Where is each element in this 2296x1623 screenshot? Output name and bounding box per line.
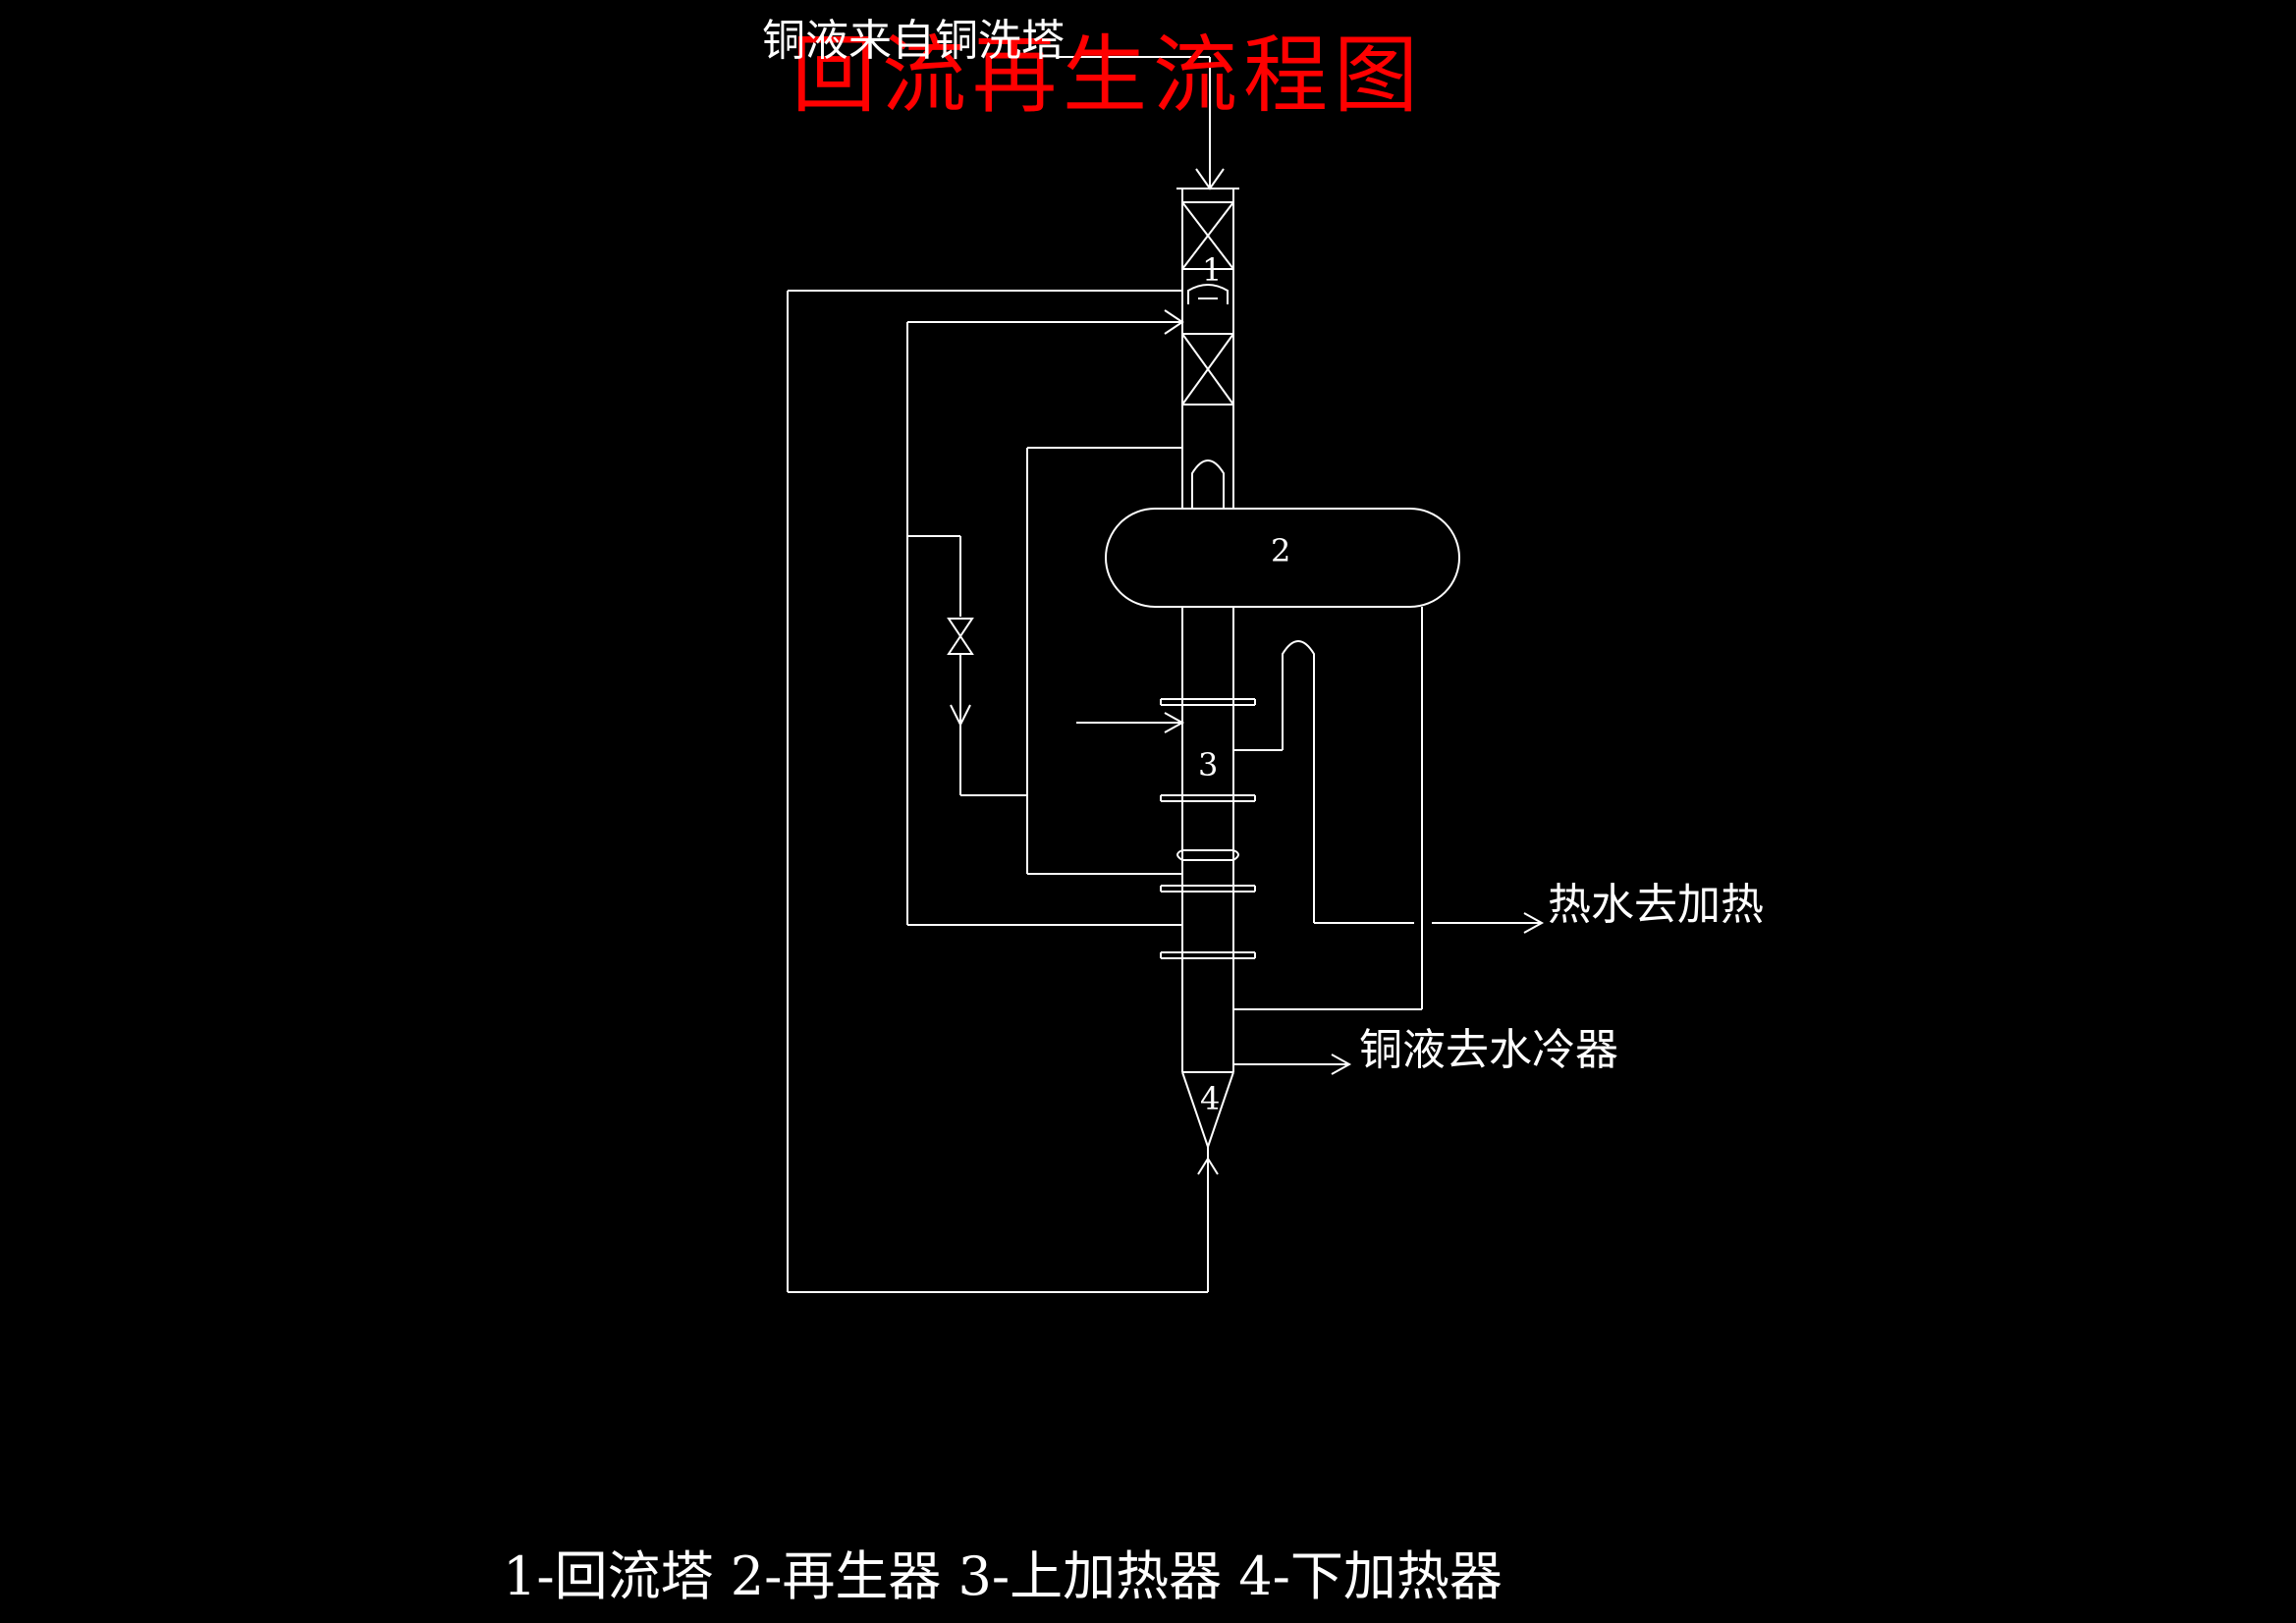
label-number-2: 2 <box>1271 532 1290 569</box>
diagram-title: 回流再生流程图 <box>792 27 1424 125</box>
regenerator <box>1105 508 1460 608</box>
copper-liquor-outlet-label: 铜液去水冷器 <box>1359 1025 1618 1075</box>
piping <box>787 56 1545 1293</box>
inlet-label: 铜液来自铜洗塔 <box>762 16 1065 66</box>
label-number-1: 1 <box>1202 251 1222 289</box>
label-number-3: 3 <box>1198 746 1218 784</box>
legend: 1-回流塔 2-再生器 3-上加热器 4-下加热器 <box>503 1545 1503 1607</box>
reflux-tower <box>1176 188 1239 1072</box>
upper-heater <box>1160 698 1256 959</box>
hot-water-outlet-label: 热水去加热 <box>1548 880 1764 930</box>
label-number-4: 4 <box>1200 1080 1220 1117</box>
